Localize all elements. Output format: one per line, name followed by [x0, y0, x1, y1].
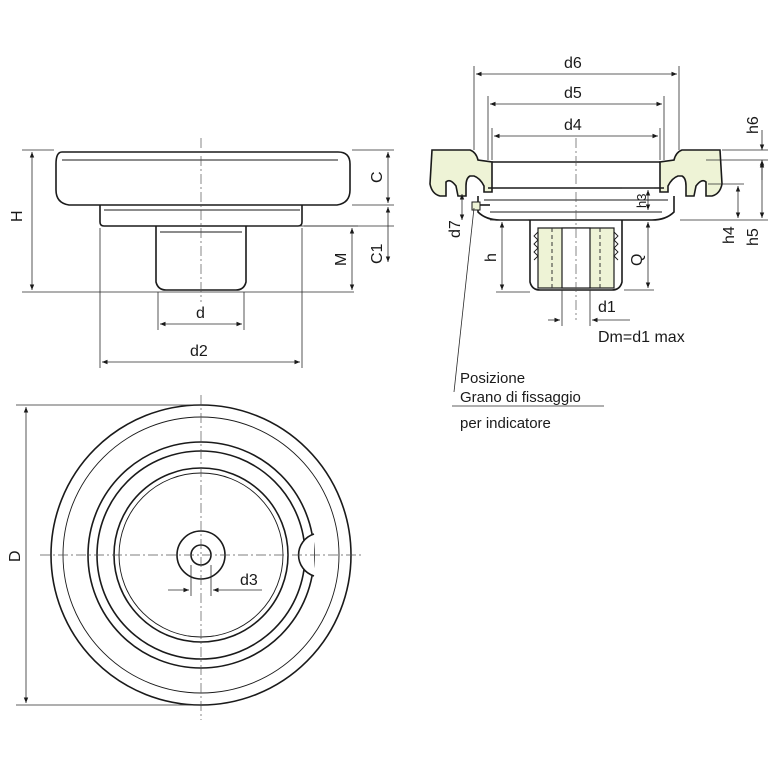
label-d7: d7 [447, 220, 464, 238]
label-d4: d4 [564, 117, 582, 134]
label-D: D [7, 550, 24, 562]
label-d2: d2 [190, 343, 208, 360]
label-d: d [196, 305, 205, 322]
label-h4: h4 [721, 226, 738, 244]
label-d1: d1 [598, 299, 616, 316]
section-view: d6 d5 d4 h6 h3 d7 h Q h4 h5 d1 Dm=d1 max… [429, 55, 768, 432]
label-H: H [9, 210, 26, 222]
note-line-2: Grano di fissaggio [460, 389, 581, 406]
label-C1: C1 [369, 243, 386, 264]
plan-groove-inner [96, 450, 306, 660]
section-rim-left [429, 149, 493, 197]
label-h: h [483, 253, 500, 262]
note-line-3: per indicatore [460, 415, 551, 432]
label-h5: h5 [745, 228, 762, 246]
label-M: M [333, 253, 350, 266]
side-rim [55, 151, 351, 206]
side-view: H C C1 M d d2 [9, 138, 394, 368]
label-dm: Dm=d1 max [598, 329, 685, 346]
label-h6: h6 [745, 116, 762, 134]
label-C: C [369, 171, 386, 183]
label-d3: d3 [240, 572, 258, 589]
label-d6: d6 [564, 55, 582, 72]
label-h3: h3 [634, 194, 649, 208]
note-line-1: Posizione [460, 370, 525, 387]
section-rim-right [659, 149, 723, 197]
label-d5: d5 [564, 85, 582, 102]
plan-view: D d3 [7, 395, 362, 720]
side-flange [99, 205, 303, 227]
label-Q: Q [629, 254, 646, 266]
